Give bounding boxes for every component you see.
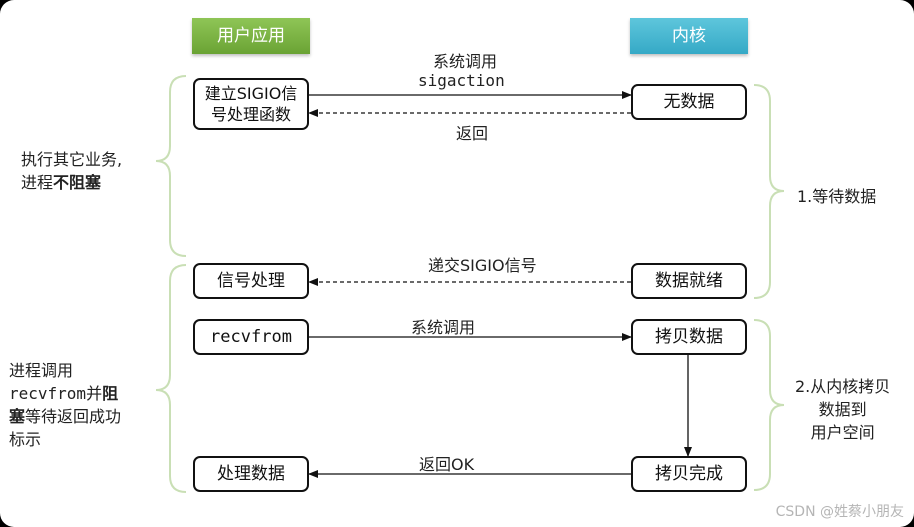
left-note-bottom-line-4: 标示: [9, 430, 42, 449]
left-note-top-line-2: 进程不阻塞: [21, 173, 102, 192]
label-sigaction: sigaction: [418, 71, 505, 90]
kernel-header: 内核: [630, 18, 748, 54]
label-syscall-1: 系统调用: [433, 52, 498, 71]
signal-handle-box: 信号处理: [193, 263, 309, 299]
copy-data-box: 拷贝数据: [631, 319, 747, 355]
left-note-bottom-line-3: 塞等待返回成功: [9, 407, 122, 426]
setup-sigio-handler-box: 建立SIGIO信 号处理函数: [193, 78, 309, 130]
setup-line-1: 建立SIGIO信: [204, 84, 298, 103]
no-data-box: 无数据: [631, 84, 747, 120]
stage-1-note: 1.等待数据: [797, 187, 877, 206]
setup-line-2: 号处理函数: [210, 105, 291, 124]
copy-done-box: 拷贝完成: [631, 456, 747, 492]
right-brace-bottom: [753, 319, 785, 491]
left-note-bottom: 进程调用 recvfrom并阻 塞等待返回成功 标示: [9, 359, 121, 451]
label-syscall-2: 系统调用: [411, 318, 476, 337]
stage-2-line-1: 2.从内核拷贝: [795, 377, 891, 396]
data-ready-box: 数据就绪: [631, 263, 747, 299]
label-return-1: 返回: [456, 124, 489, 143]
left-note-bottom-line-2: recvfrom并阻: [9, 384, 119, 403]
process-data-box: 处理数据: [193, 456, 309, 492]
stage-2-line-2: 数据到: [818, 400, 867, 419]
left-note-top-line-1: 执行其它业务,: [21, 150, 123, 169]
user-app-header: 用户应用: [192, 18, 310, 54]
label-deliver-sigio: 递交SIGIO信号: [428, 256, 537, 275]
stage-2-line-3: 用户空间: [810, 423, 875, 442]
left-note-top: 执行其它业务, 进程不阻塞: [21, 148, 122, 194]
left-brace-bottom: [155, 264, 187, 493]
watermark: CSDN @姓蔡小朋友: [775, 504, 904, 520]
stage-2-note: 2.从内核拷贝 数据到 用户空间: [795, 375, 890, 444]
right-brace-top: [753, 84, 785, 299]
left-brace-top: [155, 75, 187, 257]
left-note-bottom-line-1: 进程调用: [9, 361, 74, 380]
label-return-ok: 返回OK: [419, 455, 475, 474]
recvfrom-box: recvfrom: [193, 319, 309, 355]
